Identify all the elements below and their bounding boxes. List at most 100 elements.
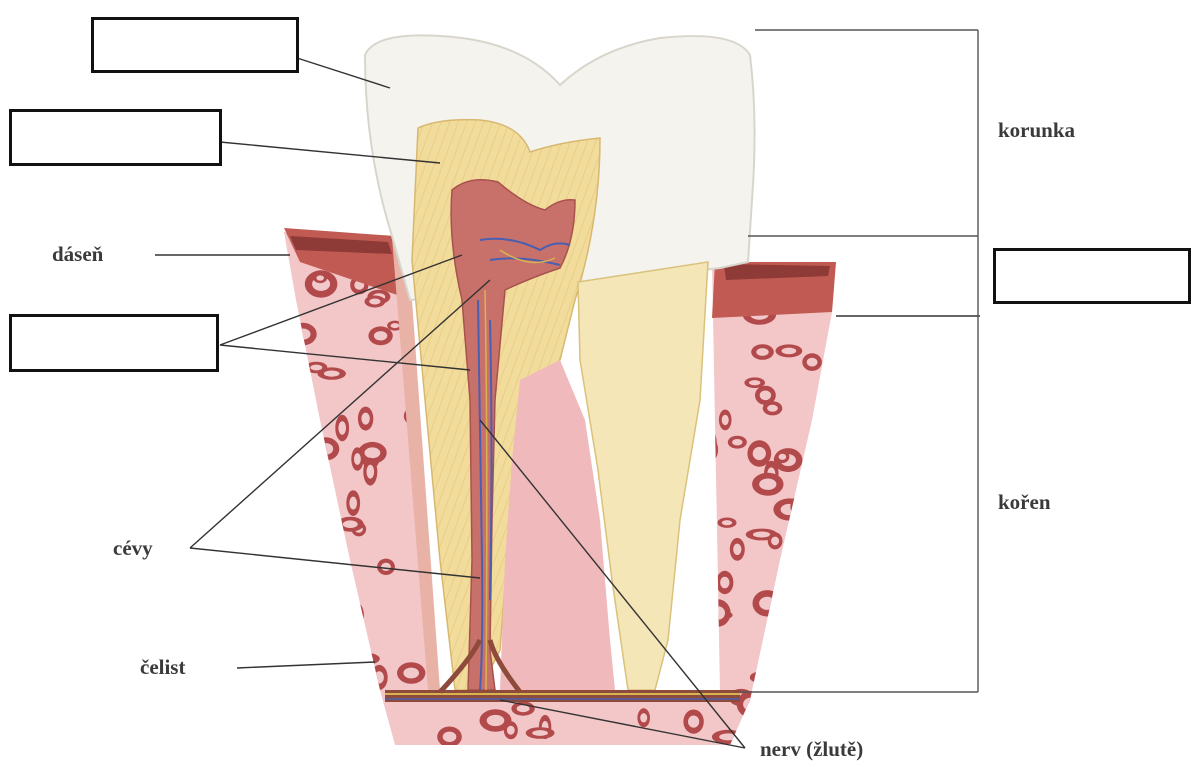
bone-cell-core [348,674,362,683]
bone-cell-core [816,559,832,570]
bone-cell-core [753,721,770,730]
bone-cell-core [743,698,759,711]
bone-cell-core [306,680,314,686]
bone-cell-core [826,512,833,521]
bone-cell [299,633,331,648]
bone-cell-core [759,597,775,610]
bone-cell-core [391,323,400,328]
bone-cell-core [722,520,732,525]
bone-cell-core [755,675,767,681]
bone-cell-core [702,435,713,449]
bone-cell-core [324,371,340,377]
bone-cell-core [356,656,373,662]
bone-cell [737,691,766,718]
bone-cell-core [324,621,341,635]
bone-cell [810,554,839,577]
bone-cell [790,496,807,517]
label-cevy: cévy [113,536,153,561]
bone-cell-core [338,421,346,434]
bone-cell [326,711,338,727]
label-korunka: korunka [998,118,1075,143]
bone-cell [814,535,828,548]
bone-cell [310,726,332,740]
bone-cell [696,436,718,464]
bone-cell-core [805,466,813,473]
bone-cell-core [298,453,313,464]
bone-cell-core [316,275,324,280]
bone-cell-core [782,348,797,355]
bone-cell [746,716,777,733]
bone-cell-core [817,538,825,544]
bone-cell [750,672,772,684]
label-nerv: nerv (žlutě) [760,737,863,762]
bone-cell-core [732,439,742,445]
bone-cell-core [753,447,766,460]
bone-cell [697,428,717,456]
leader-celist [237,662,375,668]
bone-cell-core [381,563,391,571]
bone-cell-core [779,454,787,460]
bone-cell [312,437,339,460]
bone-cell-core [443,732,457,742]
bone-cell-core [349,497,357,510]
label-dasen: dáseň [52,242,103,267]
bone-cell [798,557,822,568]
bone-cell-core [343,520,358,528]
bone-cell [802,463,816,477]
bone-cell-core [781,504,799,515]
bone-cell-core [374,331,387,340]
bone-cell [810,703,830,730]
bone-cell-core [310,365,322,371]
bone-cell-core [688,716,699,728]
bone-cell [811,431,828,445]
bone-cell [317,614,348,641]
bone-cell-core [329,715,336,723]
bone-cell [302,677,316,688]
bone-cell-core [803,560,816,565]
bone-cell-core [367,465,375,479]
bone-cell-core [306,637,323,644]
bone-cell-core [318,443,333,455]
bone-cell [317,677,339,691]
bone-cell [823,508,836,525]
bone-cell [800,612,824,631]
bone-cell-core [805,617,818,627]
bone-cell-core [825,556,836,564]
label-koren: kořen [998,490,1051,515]
bone-cell-core [375,671,384,683]
answer-box-enamel[interactable] [91,17,299,73]
bone-cell [292,447,319,469]
bone-cell-core [722,415,729,425]
bone-cell-core [369,299,380,305]
bone-cell-core [767,405,778,412]
answer-box-neck[interactable] [993,248,1191,304]
bone-cell-core [760,391,771,401]
bone-cell-core [640,713,647,722]
bone-cell [706,599,731,626]
bone-cell-core [759,479,776,490]
bone-cell-core [532,730,548,736]
bone-cell-core [349,608,360,621]
bone-cell-core [365,447,381,458]
bone-cell-core [794,501,803,512]
bone-cell-core [354,453,361,465]
bone-cell-core [361,413,369,425]
bone-cell-core [305,470,323,477]
bone-cell-core [756,348,768,356]
bone-cell [345,601,364,628]
bone-cell-core [814,709,825,723]
bone-cell-core [807,358,818,367]
answer-box-pulp[interactable] [9,314,219,372]
bone-cell-core [303,427,312,435]
bone-cell [342,670,367,688]
label-celist: čelist [140,655,185,680]
bone-cell-core [771,537,779,546]
answer-box-dentin[interactable] [9,109,222,166]
bone-cell-core [815,435,825,442]
bone-cell-core [487,715,505,726]
bone-cell-core [403,668,419,679]
bone-cell [820,552,839,568]
bone-cell-core [314,730,326,737]
bone-cell-core [711,606,725,620]
leader-cevy-b [190,548,480,578]
